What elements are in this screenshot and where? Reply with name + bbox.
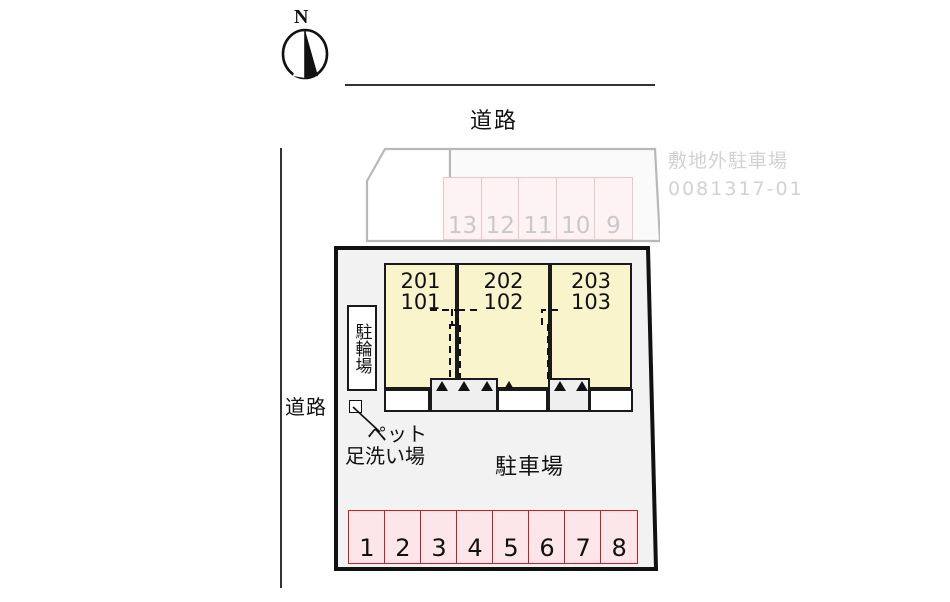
parking-space-5[interactable]: 5 bbox=[492, 510, 530, 564]
unit-porch-middle bbox=[497, 389, 548, 412]
parking-space-number: 2 bbox=[395, 534, 411, 563]
offsite-space-number: 10 bbox=[561, 213, 591, 240]
parking-space-number: 7 bbox=[575, 534, 591, 563]
left-road-label: 道路 bbox=[285, 397, 327, 419]
entrance-arrow-icon bbox=[436, 381, 448, 391]
unit-201-label: 201 101 bbox=[386, 269, 455, 315]
offsite-parking-code: 0081317-01 bbox=[668, 177, 804, 200]
compass-north-label: N bbox=[294, 6, 309, 28]
offsite-parking-title: 敷地外駐車場 bbox=[668, 151, 789, 172]
parking-space-2[interactable]: 2 bbox=[384, 510, 422, 564]
building-unit-203[interactable]: 203 103 bbox=[550, 263, 632, 389]
offsite-space-number: 11 bbox=[523, 213, 553, 240]
offsite-space-number: 12 bbox=[485, 213, 515, 240]
parking-space-1[interactable]: 1 bbox=[348, 510, 386, 564]
entrance-arrow-icon bbox=[481, 381, 493, 391]
entrance-arrow-icon bbox=[576, 381, 588, 391]
compass-rose: N bbox=[278, 6, 348, 86]
parking-lot-label: 駐車場 bbox=[495, 454, 565, 479]
bicycle-parking-area[interactable]: 駐輪場 bbox=[347, 305, 377, 391]
entry-walk-paths bbox=[330, 245, 660, 575]
parking-space-number: 3 bbox=[431, 534, 447, 563]
compass-north-arrow-icon bbox=[281, 28, 329, 80]
parking-space-number: 8 bbox=[611, 534, 627, 563]
pet-wash-label-line1: ペット bbox=[367, 424, 427, 446]
pet-wash-leader-line bbox=[352, 406, 392, 436]
parking-space-6[interactable]: 6 bbox=[528, 510, 566, 564]
entrance-arrow-icon bbox=[503, 381, 515, 391]
entrance-arrow-icon bbox=[554, 381, 566, 391]
unit-203-lower: 103 bbox=[570, 290, 612, 315]
unit-202-label: 202 102 bbox=[459, 269, 548, 315]
unit-porch-left bbox=[384, 389, 430, 412]
offsite-parking-space[interactable]: 11 bbox=[518, 177, 558, 240]
unit-porch-right bbox=[589, 389, 633, 412]
onsite-parking-spaces: 1 2 3 4 5 6 7 8 bbox=[348, 510, 639, 564]
offsite-space-number: 9 bbox=[606, 213, 621, 240]
offsite-parking-space[interactable]: 10 bbox=[556, 177, 596, 240]
pet-wash-label: ペット 足洗い場 bbox=[345, 424, 427, 469]
parking-space-8[interactable]: 8 bbox=[600, 510, 639, 564]
parking-space-number: 4 bbox=[467, 534, 483, 563]
parking-space-number: 5 bbox=[503, 534, 519, 563]
bicycle-parking-label: 駐輪場 bbox=[352, 322, 372, 374]
pet-wash-label-line2: 足洗い場 bbox=[345, 446, 425, 469]
offsite-parking-space[interactable]: 12 bbox=[480, 177, 520, 240]
parking-space-number: 6 bbox=[539, 534, 555, 563]
pet-wash-station-marker[interactable] bbox=[349, 400, 362, 413]
parking-space-4[interactable]: 4 bbox=[456, 510, 494, 564]
unit-202-lower: 102 bbox=[483, 290, 524, 315]
parking-space-number: 1 bbox=[359, 534, 375, 563]
unit-202-upper: 202 bbox=[483, 269, 524, 293]
unit-203-label: 203 103 bbox=[552, 269, 630, 315]
parking-space-3[interactable]: 3 bbox=[420, 510, 458, 564]
unit-201-lower: 101 bbox=[400, 290, 441, 315]
top-road-label: 道路 bbox=[470, 108, 519, 133]
offsite-space-number: 13 bbox=[447, 213, 478, 240]
offsite-parking-spaces: 13 12 11 10 9 bbox=[443, 177, 633, 240]
parking-space-7[interactable]: 7 bbox=[564, 510, 603, 564]
offsite-parking-space[interactable]: 13 bbox=[443, 177, 483, 240]
unit-203-upper: 203 bbox=[570, 269, 612, 293]
entrance-arrow-icon bbox=[458, 381, 470, 391]
unit-201-upper: 201 bbox=[400, 269, 441, 293]
offsite-parking-space[interactable]: 9 bbox=[593, 177, 633, 240]
building-unit-201[interactable]: 201 101 bbox=[384, 263, 457, 389]
left-road-boundary-line bbox=[280, 148, 282, 588]
offsite-parking-note: 敷地外駐車場 0081317-01 bbox=[668, 148, 804, 203]
top-road-boundary-line bbox=[345, 84, 655, 86]
